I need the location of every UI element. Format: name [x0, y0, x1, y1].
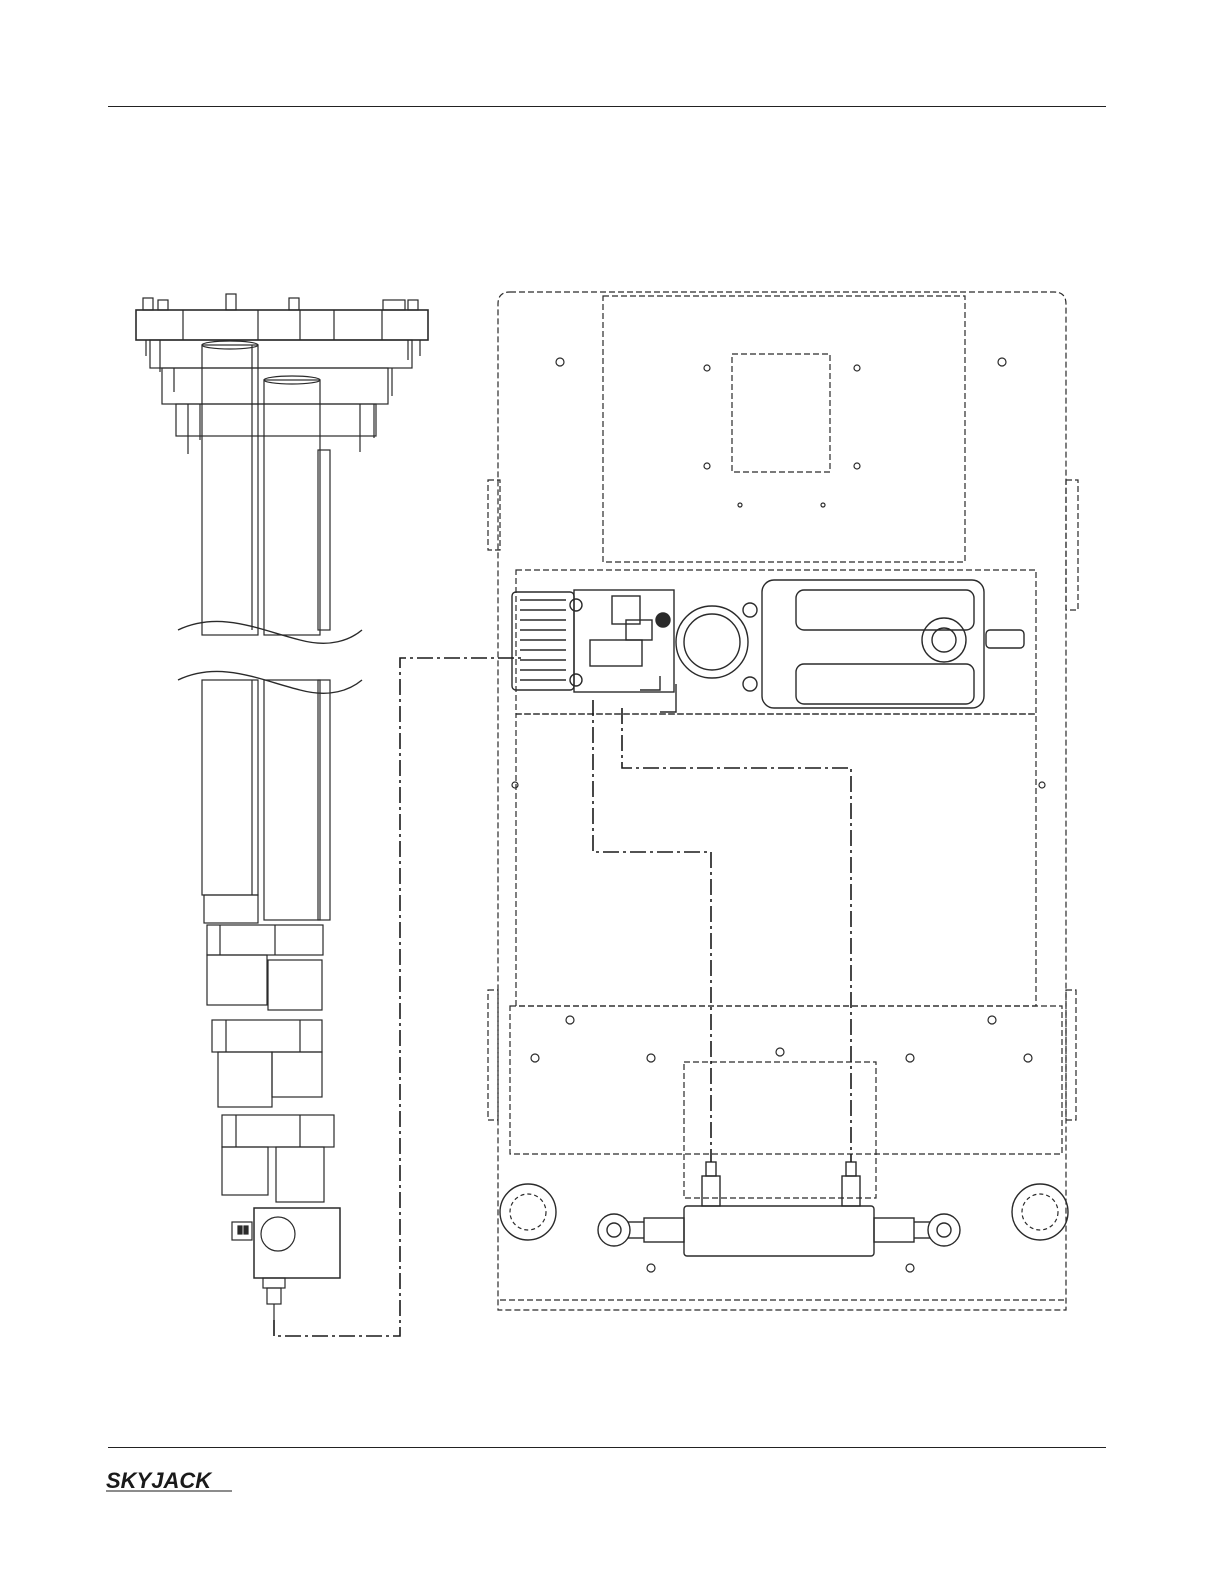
steering-cylinder: [598, 1162, 960, 1256]
chassis-frame: [488, 292, 1078, 1310]
hydraulic-lines: [274, 658, 851, 1336]
skyjack-logo: SKYJACK: [104, 1462, 244, 1496]
chassis-holes: [500, 358, 1068, 1272]
lift-mast: [136, 294, 428, 1320]
skyjack-logo-text: SKYJACK: [106, 1468, 213, 1493]
hydraulic-pump-unit: [512, 580, 1024, 712]
